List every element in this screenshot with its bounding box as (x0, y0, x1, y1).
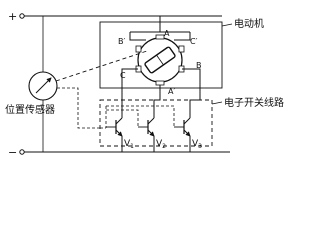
plus-sign: + (8, 10, 17, 23)
transistor-v2 (138, 114, 155, 152)
switch-circuit-leader (211, 101, 223, 105)
terminal-c: C (120, 71, 126, 80)
motor-enclosure (99, 21, 223, 89)
terminal-a: A (164, 29, 170, 38)
v3-label: V3 (192, 139, 202, 150)
v2-label: V2 (156, 139, 166, 150)
terminal-c-prime: C′ (190, 37, 198, 46)
lead-v1 (121, 68, 138, 114)
motor-label: 电动机 (234, 17, 264, 30)
switch-circuit-box (99, 99, 213, 147)
plus-terminal (19, 13, 25, 19)
terminal-b-prime: B′ (118, 37, 125, 46)
rotor (144, 46, 176, 74)
switch-circuit-label: 电子开关线路 (224, 96, 284, 109)
sensor-signal-line (57, 87, 100, 129)
position-sensor-label: 位置传感器 (5, 103, 55, 116)
motor-label-leader (221, 23, 233, 27)
v1-label: V1 (124, 139, 134, 150)
sensor-needle (35, 77, 52, 94)
terminal-b: B (196, 61, 202, 70)
base-drive-v2 (106, 109, 139, 127)
minus-sign: − (8, 146, 17, 159)
winding-b-lead (129, 32, 146, 41)
terminal-a-prime: A′ (168, 87, 175, 96)
pole-a-prime (155, 80, 165, 86)
pole-c-prime (178, 45, 185, 53)
transistor-v1 (106, 114, 123, 152)
minus-terminal (19, 149, 25, 155)
lead-v2 (153, 85, 161, 114)
bldc-motor-diagram: + − 电动机 A B′ C′ C B A′ 位置传感器 电子开关线路 (5, 10, 284, 159)
winding-a-lead (174, 32, 191, 41)
pole-a (155, 34, 165, 40)
transistor-v3 (174, 114, 191, 152)
sensor-link-dashed (55, 50, 148, 82)
base-drive-v3 (106, 105, 175, 127)
pole-b-prime (135, 45, 142, 53)
lead-v3 (182, 68, 201, 114)
